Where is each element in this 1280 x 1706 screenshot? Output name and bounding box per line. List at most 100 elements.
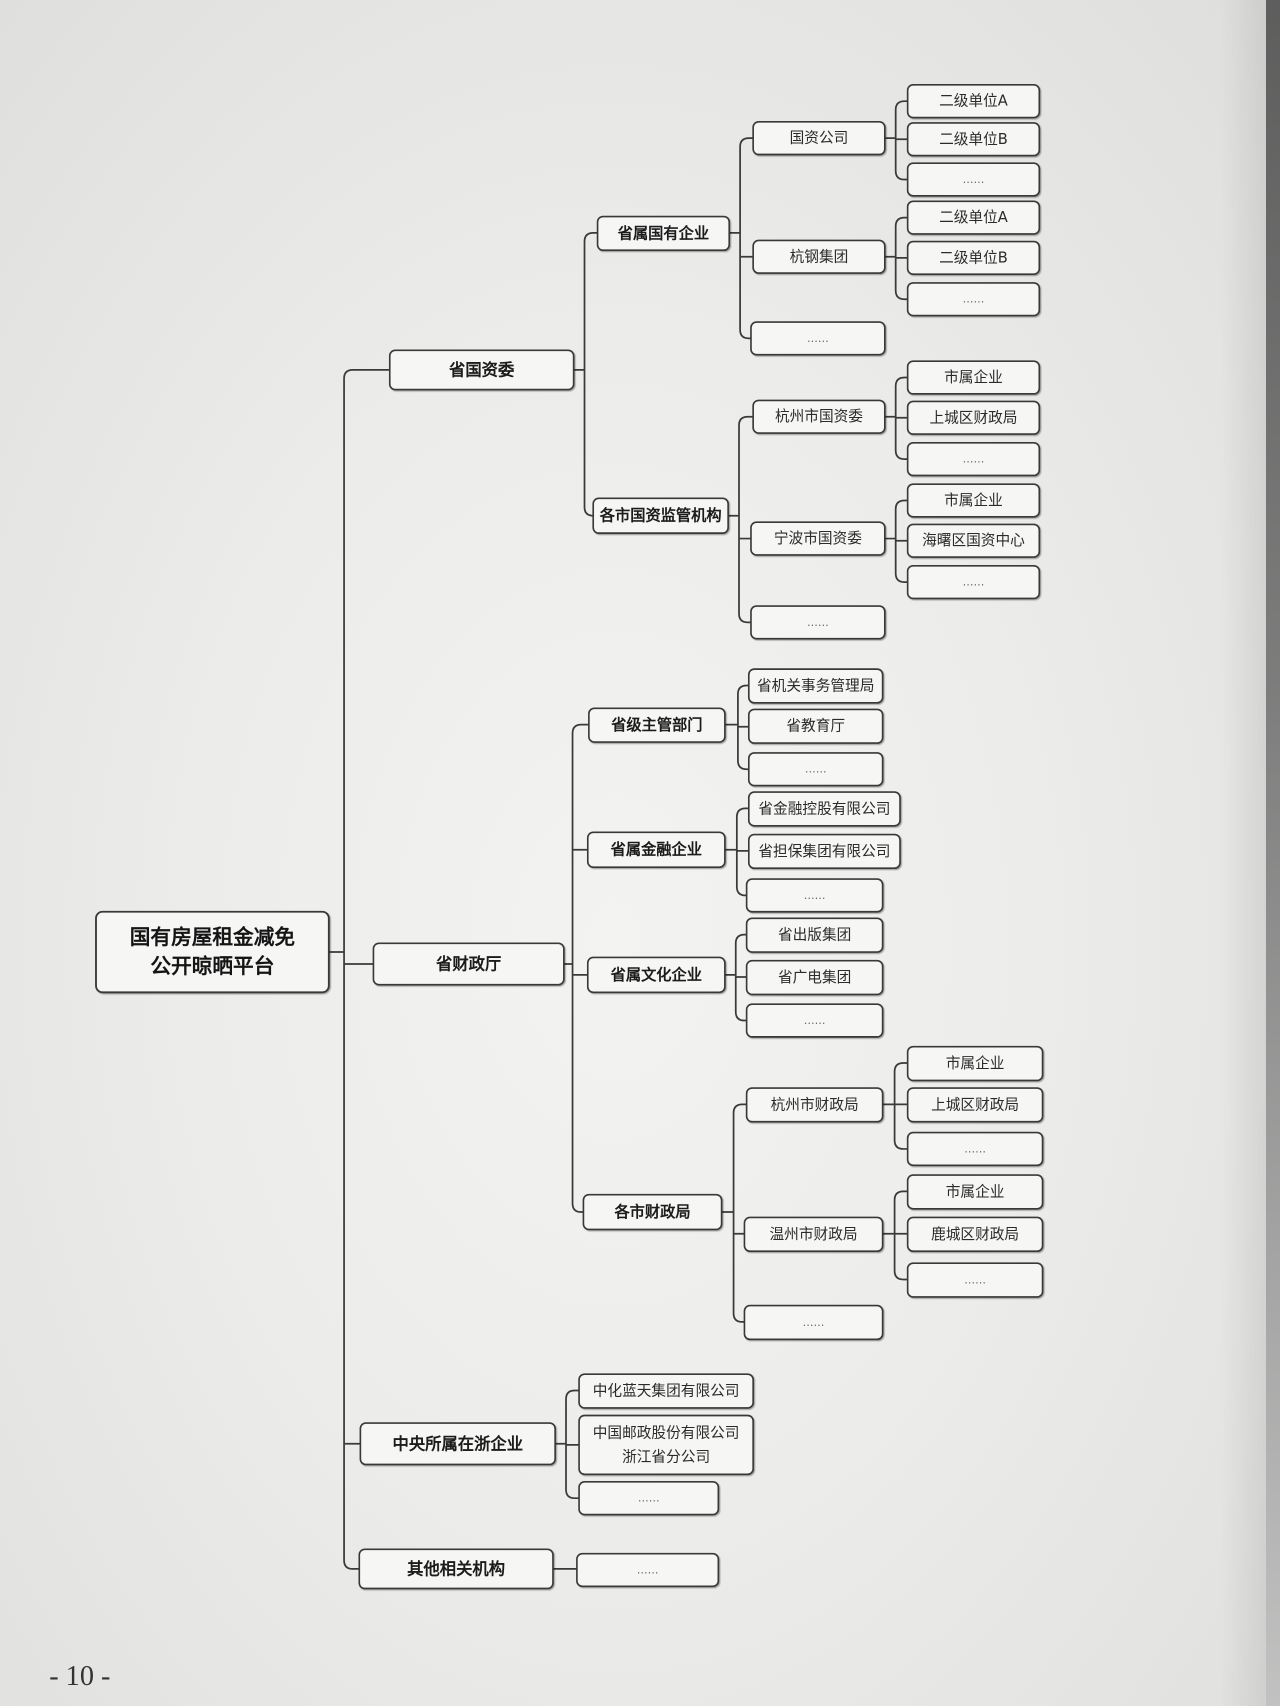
node-sinochem-lantian-group: 中化蓝天集团有限公司	[578, 1373, 754, 1409]
node-box	[586, 956, 726, 994]
node-label-line-1: 国有房屋租金减免	[130, 925, 296, 949]
node-box	[906, 1174, 1044, 1210]
node-label: 杭钢集团	[790, 248, 849, 265]
node-box	[906, 1216, 1044, 1253]
node-box	[750, 605, 886, 640]
node-provincial-finance-dept: 省财政厅	[372, 942, 565, 986]
node-label: 市属企业	[946, 1054, 1005, 1072]
node-box	[578, 1481, 720, 1516]
node-label: ……	[963, 576, 985, 589]
connectors	[327, 100, 909, 1570]
node-label: ……	[804, 1014, 826, 1027]
node-provincial-broadcasting-group: 省广电集团	[745, 959, 884, 996]
node-label: ……	[964, 1142, 986, 1155]
node-box	[359, 1422, 556, 1466]
node-municipal-enterprises: 市属企业	[906, 1174, 1044, 1210]
node-box	[358, 1548, 554, 1590]
node-box	[747, 668, 884, 704]
node-box	[596, 215, 731, 252]
node-ellipsis: ……	[576, 1552, 720, 1588]
node-label: 宁波市国资委	[774, 530, 862, 547]
node-secondary-unit-a: 二级单位A	[906, 200, 1041, 235]
node-provincial-financial-holdings: 省金融控股有限公司	[747, 791, 901, 827]
connector-financial-enterprises-children	[723, 807, 750, 897]
node-box	[745, 1087, 884, 1123]
node-label: 杭州市国资委	[775, 408, 863, 425]
node-box	[743, 1216, 884, 1253]
node-label: 温州市财政局	[770, 1226, 858, 1243]
node-ningbo-sasac: 宁波市国资委	[750, 521, 886, 556]
node-label: ……	[804, 889, 826, 902]
node-label: ……	[963, 293, 985, 306]
connector-hangzhou-steel-children	[883, 216, 909, 301]
node-label-line-1: 中国邮政股份有限公司	[593, 1424, 740, 1441]
node-ellipsis: ……	[906, 564, 1041, 600]
node-box	[906, 122, 1041, 157]
node-label: 鹿城区财政局	[931, 1226, 1019, 1243]
node-label: ……	[638, 1492, 660, 1505]
node-provincial-competent-depts: 省级主管部门	[588, 707, 726, 743]
node-provincial-sasac: 省国资委	[388, 349, 575, 391]
node-label: ……	[805, 763, 827, 776]
node-box	[906, 1262, 1044, 1298]
node-box	[750, 521, 886, 556]
node-label: 市属企业	[944, 491, 1003, 509]
connector-hangzhou-sasac-children	[883, 376, 909, 461]
node-box	[372, 942, 565, 986]
node-box	[745, 917, 884, 953]
node-provincial-financial-enterprises: 省属金融企业	[586, 831, 726, 868]
node-label: ……	[807, 616, 829, 629]
node-box	[592, 497, 729, 534]
node-label: ……	[964, 1274, 986, 1287]
node-city-finance-bureaus: 各市财政局	[582, 1193, 723, 1231]
node-box	[906, 564, 1041, 600]
node-state-asset-company: 国资公司	[752, 121, 886, 156]
node-label: 省广电集团	[778, 969, 851, 986]
node-box	[747, 791, 901, 827]
node-ellipsis: ……	[743, 1304, 884, 1341]
node-label: ……	[963, 453, 985, 466]
node-label: 二级单位A	[939, 93, 1008, 110]
node-municipal-enterprises: 市属企业	[906, 360, 1041, 395]
node-box	[906, 1045, 1044, 1082]
node-label: 省金融控股有限公司	[758, 800, 890, 817]
node-label-line-2: 浙江省分公司	[622, 1448, 710, 1465]
node-box	[752, 399, 886, 434]
connector-provincial-soes-children	[728, 137, 755, 340]
node-box	[745, 959, 884, 996]
node-hangzhou-steel-group: 杭钢集团	[752, 239, 886, 274]
node-label: 市属企业	[946, 1182, 1005, 1200]
node-box	[576, 1552, 720, 1588]
node-box	[906, 523, 1041, 558]
node-label: 省机关事务管理局	[757, 677, 874, 694]
connector-city-finance-children	[720, 1103, 748, 1323]
node-lucheng-finance-bureau: 鹿城区财政局	[906, 1216, 1044, 1253]
node-box	[578, 1414, 754, 1476]
node-box	[747, 752, 884, 787]
node-box	[582, 1193, 723, 1231]
node-secondary-unit-b: 二级单位B	[906, 122, 1041, 157]
node-provincial-cultural-enterprises: 省属文化企业	[586, 956, 726, 994]
node-china-post-zhejiang-branch: 中国邮政股份有限公司 浙江省分公司	[578, 1414, 754, 1476]
node-ellipsis: ……	[747, 752, 884, 787]
node-provincial-admin-affairs-bureau: 省机关事务管理局	[747, 668, 884, 704]
node-box	[906, 240, 1041, 275]
node-label: 省出版集团	[778, 927, 851, 944]
node-box	[906, 1131, 1044, 1167]
node-secondary-unit-b: 二级单位B	[906, 240, 1041, 275]
connector-cultural-enterprises-children	[723, 933, 748, 1022]
node-provincial-guarantee-group: 省担保集团有限公司	[747, 833, 901, 870]
node-label: 省财政厅	[435, 954, 501, 973]
node-label: ……	[963, 173, 985, 186]
node-haishu-asset-center: 海曙区国资中心	[906, 523, 1041, 558]
connector-wenzhou-finance-children	[881, 1190, 909, 1281]
node-label: 国资公司	[790, 130, 849, 147]
node-label: 省属国有企业	[617, 224, 709, 242]
node-label: 中央所属在浙企业	[393, 1434, 524, 1453]
node-label: 省级主管部门	[610, 716, 702, 734]
node-box	[588, 707, 726, 743]
node-hangzhou-sasac: 杭州市国资委	[752, 399, 886, 434]
node-provincial-publishing-group: 省出版集团	[745, 917, 884, 953]
